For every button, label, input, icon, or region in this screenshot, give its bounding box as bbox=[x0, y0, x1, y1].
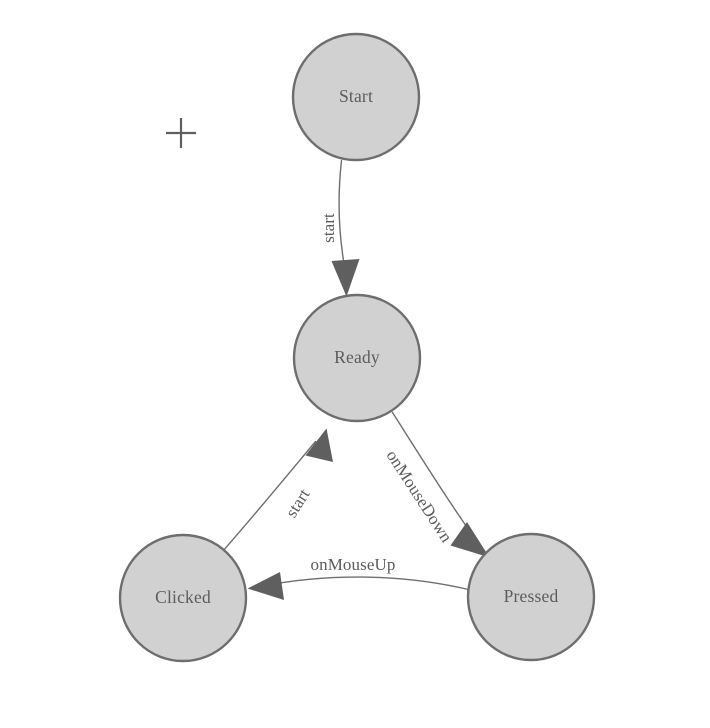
arrowhead-pressed-to-clicked bbox=[247, 572, 284, 600]
state-node-clicked[interactable]: Clicked bbox=[118, 533, 248, 663]
edge-clicked-to-ready[interactable]: start bbox=[221, 428, 334, 553]
state-node-clicked-circle[interactable] bbox=[118, 533, 248, 663]
edge-line-pressed-to-clicked bbox=[261, 576, 470, 591]
state-node-start-label: Start bbox=[339, 86, 373, 106]
edge-label-start-to-ready: start bbox=[319, 213, 338, 243]
state-node-pressed[interactable]: Pressed bbox=[466, 532, 596, 662]
edge-start-to-ready[interactable]: start bbox=[319, 159, 360, 297]
nodes-layer: Start Ready Clicked Pressed bbox=[118, 32, 596, 663]
state-node-start-circle[interactable] bbox=[291, 32, 421, 162]
state-node-ready-circle[interactable] bbox=[292, 293, 422, 423]
arrowhead-clicked-to-ready bbox=[305, 428, 333, 462]
state-node-start[interactable]: Start bbox=[291, 32, 421, 162]
state-node-ready-label: Ready bbox=[334, 347, 380, 367]
state-node-pressed-circle[interactable] bbox=[466, 532, 596, 662]
edge-pressed-to-clicked[interactable]: onMouseUp bbox=[247, 555, 470, 600]
state-node-pressed-label: Pressed bbox=[504, 586, 559, 606]
edge-line-start-to-ready bbox=[338, 159, 346, 268]
arrowhead-start-to-ready bbox=[331, 259, 360, 297]
edge-label-pressed-to-clicked: onMouseUp bbox=[311, 555, 396, 574]
edge-line-clicked-to-ready bbox=[221, 440, 317, 553]
edge-label-clicked-to-ready: start bbox=[282, 485, 314, 520]
arrowhead-ready-to-pressed bbox=[450, 522, 490, 558]
crosshair-icon bbox=[166, 118, 196, 148]
state-node-clicked-label: Clicked bbox=[155, 587, 211, 607]
state-node-ready[interactable]: Ready bbox=[292, 293, 422, 423]
edge-ready-to-pressed[interactable]: onMouseDown bbox=[383, 411, 490, 558]
edge-label-ready-to-pressed: onMouseDown bbox=[383, 447, 457, 547]
